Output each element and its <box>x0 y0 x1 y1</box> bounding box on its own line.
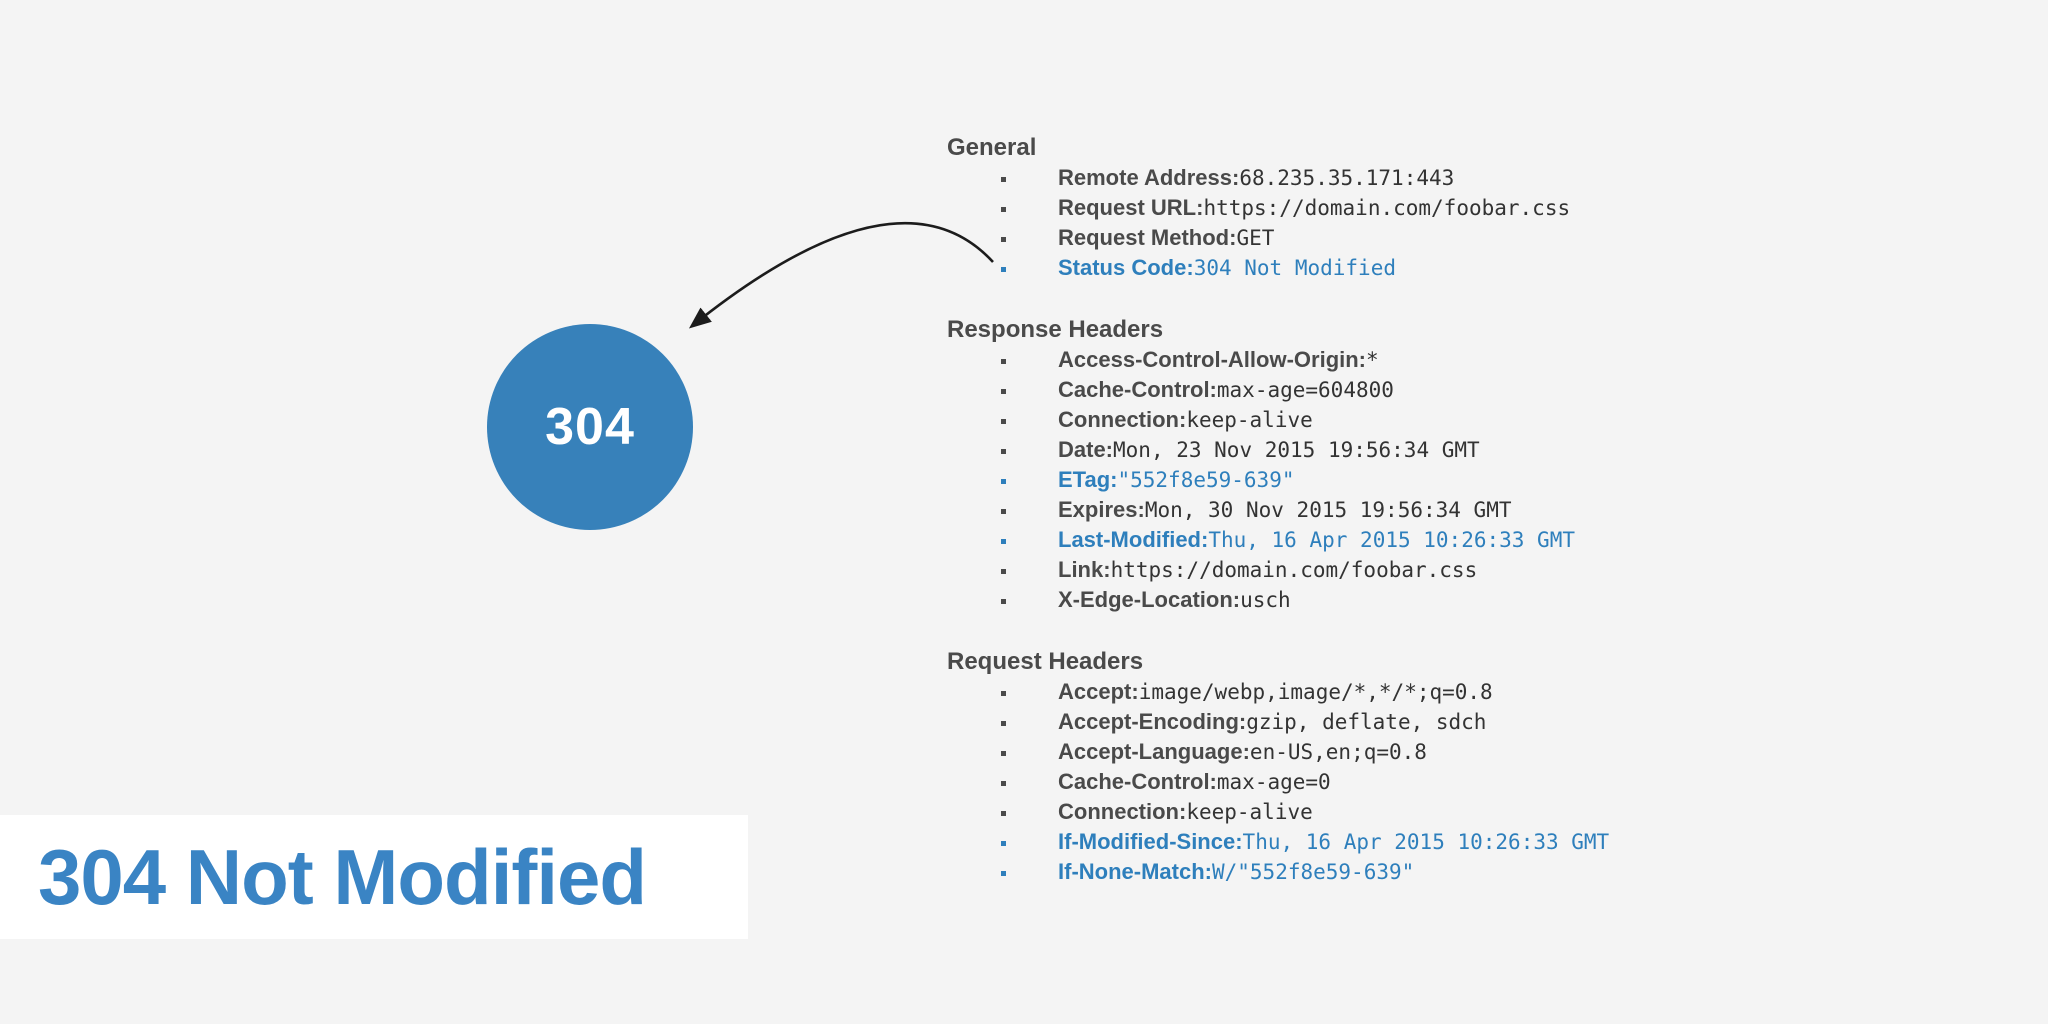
section-general: General Remote Address:68.235.35.171:443… <box>947 133 1609 283</box>
header-value: W/"552f8e59-639" <box>1211 860 1415 884</box>
header-label: Remote Address: <box>1058 165 1240 190</box>
header-value: max-age=604800 <box>1216 378 1394 402</box>
header-value: https://domain.com/foobar.css <box>1110 558 1478 582</box>
header-label: Accept: <box>1058 679 1139 704</box>
header-value: keep-alive <box>1186 800 1313 824</box>
header-list: Access-Control-Allow-Origin:* Cache-Cont… <box>947 345 1609 615</box>
bullet-icon <box>1001 359 1006 364</box>
bullet-icon <box>1001 871 1006 876</box>
header-label: Cache-Control: <box>1058 769 1217 794</box>
header-line-if-none-match: If-None-Match:W/"552f8e59-639" <box>947 857 1609 887</box>
bullet-icon <box>1001 691 1006 696</box>
header-label: ETag: <box>1058 467 1118 492</box>
header-value: gzip, deflate, sdch <box>1246 710 1487 734</box>
bullet-icon <box>1001 177 1006 182</box>
header-line: Date:Mon, 23 Nov 2015 19:56:34 GMT <box>947 435 1609 465</box>
header-list: Remote Address:68.235.35.171:443 Request… <box>947 163 1609 283</box>
header-value: keep-alive <box>1186 408 1313 432</box>
header-value: 304 Not Modified <box>1193 256 1396 280</box>
bullet-icon <box>1001 599 1006 604</box>
header-line-etag: ETag:"552f8e59-639" <box>947 465 1609 495</box>
status-circle-label: 304 <box>545 398 635 456</box>
header-value: Mon, 30 Nov 2015 19:56:34 GMT <box>1144 498 1512 522</box>
page-title: 304 Not Modified <box>38 832 647 921</box>
header-line: Accept:image/webp,image/*,*/*;q=0.8 <box>947 677 1609 707</box>
header-label: Accept-Language: <box>1058 739 1250 764</box>
header-label: Link: <box>1058 557 1111 582</box>
header-label: X-Edge-Location: <box>1058 587 1241 612</box>
header-line: Connection:keep-alive <box>947 797 1609 827</box>
header-value: Mon, 23 Nov 2015 19:56:34 GMT <box>1113 438 1480 462</box>
header-line: Cache-Control:max-age=0 <box>947 767 1609 797</box>
header-value: "552f8e59-639" <box>1117 468 1295 492</box>
header-label: Expires: <box>1058 497 1145 522</box>
bullet-icon <box>1001 207 1006 212</box>
bullet-icon <box>1001 267 1006 272</box>
header-label: Last-Modified: <box>1058 527 1209 552</box>
header-label: Cache-Control: <box>1058 377 1217 402</box>
header-value: usch <box>1240 588 1291 612</box>
bullet-icon <box>1001 569 1006 574</box>
header-label: Connection: <box>1058 407 1187 432</box>
header-line: Expires:Mon, 30 Nov 2015 19:56:34 GMT <box>947 495 1609 525</box>
section-response-headers: Response Headers Access-Control-Allow-Or… <box>947 315 1609 615</box>
header-line: Link:https://domain.com/foobar.css <box>947 555 1609 585</box>
header-line: Request URL:https://domain.com/foobar.cs… <box>947 193 1609 223</box>
header-line-if-modified-since: If-Modified-Since:Thu, 16 Apr 2015 10:26… <box>947 827 1609 857</box>
header-value: https://domain.com/foobar.css <box>1203 196 1571 220</box>
section-title: Response Headers <box>947 316 1164 343</box>
header-line: Cache-Control:max-age=604800 <box>947 375 1609 405</box>
header-label: Connection: <box>1058 799 1187 824</box>
header-label: Access-Control-Allow-Origin: <box>1058 347 1367 372</box>
status-circle: 304 <box>487 324 693 530</box>
header-line: Accept-Language:en-US,en;q=0.8 <box>947 737 1609 767</box>
header-label: Accept-Encoding: <box>1058 709 1247 734</box>
header-line: Access-Control-Allow-Origin:* <box>947 345 1609 375</box>
header-label: Status Code: <box>1058 255 1194 280</box>
headers-panel: General Remote Address:68.235.35.171:443… <box>947 125 1609 887</box>
header-value: max-age=0 <box>1216 770 1331 794</box>
header-line: Request Method:GET <box>947 223 1609 253</box>
header-line: Connection:keep-alive <box>947 405 1609 435</box>
bullet-icon <box>1001 389 1006 394</box>
section-request-headers: Request Headers Accept:image/webp,image/… <box>947 647 1609 887</box>
bullet-icon <box>1001 539 1006 544</box>
banner: 304 Not Modified <box>0 815 748 939</box>
header-line-status-code: Status Code:304 Not Modified <box>947 253 1609 283</box>
bullet-icon <box>1001 509 1006 514</box>
header-label: Request URL: <box>1058 195 1204 220</box>
header-line: Accept-Encoding:gzip, deflate, sdch <box>947 707 1609 737</box>
header-value: en-US,en;q=0.8 <box>1249 740 1427 764</box>
header-line: X-Edge-Location:usch <box>947 585 1609 615</box>
section-title: General <box>947 134 1037 161</box>
bullet-icon <box>1001 841 1006 846</box>
bullet-icon <box>1001 811 1006 816</box>
bullet-icon <box>1001 479 1006 484</box>
section-title: Request Headers <box>947 648 1144 675</box>
header-value: GET <box>1236 226 1275 250</box>
header-label: If-Modified-Since: <box>1058 829 1243 854</box>
header-value: Thu, 16 Apr 2015 10:26:33 GMT <box>1208 528 1575 552</box>
header-value: Thu, 16 Apr 2015 10:26:33 GMT <box>1242 830 1610 854</box>
header-value: * <box>1366 348 1379 372</box>
header-line-last-modified: Last-Modified:Thu, 16 Apr 2015 10:26:33 … <box>947 525 1609 555</box>
header-label: Date: <box>1058 437 1114 462</box>
bullet-icon <box>1001 237 1006 242</box>
bullet-icon <box>1001 781 1006 786</box>
header-list: Accept:image/webp,image/*,*/*;q=0.8 Acce… <box>947 677 1609 887</box>
header-line: Remote Address:68.235.35.171:443 <box>947 163 1609 193</box>
header-value: image/webp,image/*,*/*;q=0.8 <box>1138 680 1493 704</box>
header-label: If-None-Match: <box>1058 859 1212 884</box>
bullet-icon <box>1001 449 1006 454</box>
bullet-icon <box>1001 751 1006 756</box>
header-value: 68.235.35.171:443 <box>1239 166 1455 190</box>
bullet-icon <box>1001 721 1006 726</box>
header-label: Request Method: <box>1058 225 1237 250</box>
bullet-icon <box>1001 419 1006 424</box>
